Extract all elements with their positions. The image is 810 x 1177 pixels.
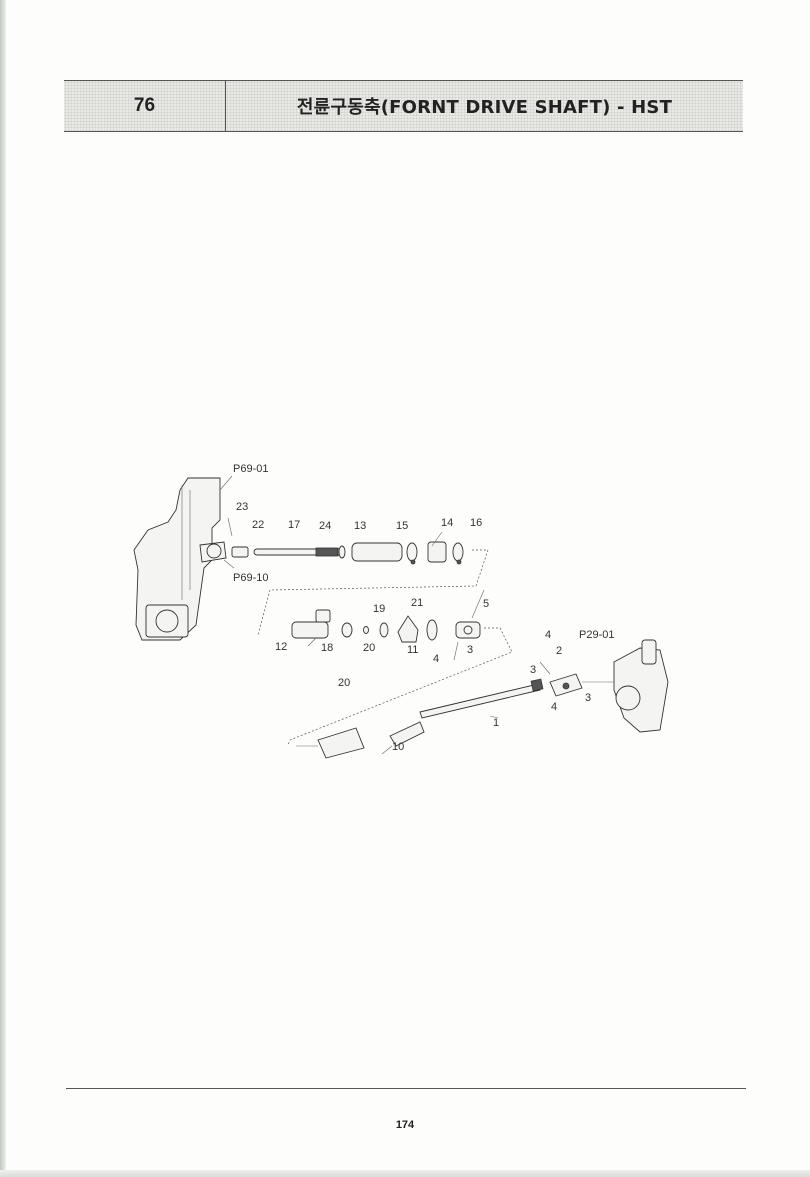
label-12: 12	[275, 641, 287, 653]
section-header: 76 전륜구동축(FORNT DRIVE SHAFT) - HST	[64, 80, 743, 132]
page-bottom-edge	[0, 1170, 810, 1177]
propeller-shaft-drawing	[296, 678, 544, 759]
section-title: 전륜구동축(FORNT DRIVE SHAFT) - HST	[296, 97, 673, 118]
label-3-a: 3	[467, 644, 473, 656]
label-24: 24	[319, 520, 331, 532]
label-17: 17	[288, 519, 300, 531]
section-number: 76	[64, 81, 226, 131]
label-5: 5	[483, 598, 489, 610]
label-15: 15	[396, 520, 408, 532]
upper-row-parts	[231, 541, 489, 636]
exploded-parts-diagram: P69-01 23 22 17 24 13 15 14 16 P69-10 19…	[120, 450, 680, 770]
label-11: 11	[407, 644, 418, 656]
label-p69-10: P69-10	[233, 572, 268, 584]
label-2: 2	[556, 645, 562, 657]
label-4-c: 4	[551, 701, 557, 713]
label-4-b: 4	[545, 629, 551, 641]
label-19: 19	[373, 603, 385, 615]
label-3-c: 3	[585, 692, 591, 704]
label-20-a: 20	[363, 642, 375, 654]
footer-rule	[66, 1088, 746, 1089]
label-4-a: 4	[433, 653, 439, 665]
label-22: 22	[252, 519, 264, 531]
label-14: 14	[441, 517, 453, 529]
label-3-b: 3	[530, 664, 536, 676]
label-p29-01: P29-01	[579, 629, 614, 641]
page-number: 174	[395, 1119, 415, 1131]
diagram-drawing: P69-01 23 22 17 24 13 15 14 16 P69-10 19…	[133, 463, 669, 759]
transmission-housing-drawing	[539, 639, 669, 733]
middle-row-parts	[287, 609, 513, 746]
label-16: 16	[470, 517, 482, 529]
label-21: 21	[411, 597, 423, 609]
leader-lines	[219, 475, 499, 755]
label-1: 1	[493, 717, 499, 729]
label-18: 18	[321, 642, 333, 654]
page-edge	[0, 0, 6, 1177]
label-10: 10	[392, 741, 404, 753]
label-20-b: 20	[338, 677, 350, 689]
axle-housing-drawing	[133, 477, 227, 641]
label-p69-01: P69-01	[233, 463, 268, 475]
label-13: 13	[354, 520, 366, 532]
label-23: 23	[236, 501, 248, 513]
